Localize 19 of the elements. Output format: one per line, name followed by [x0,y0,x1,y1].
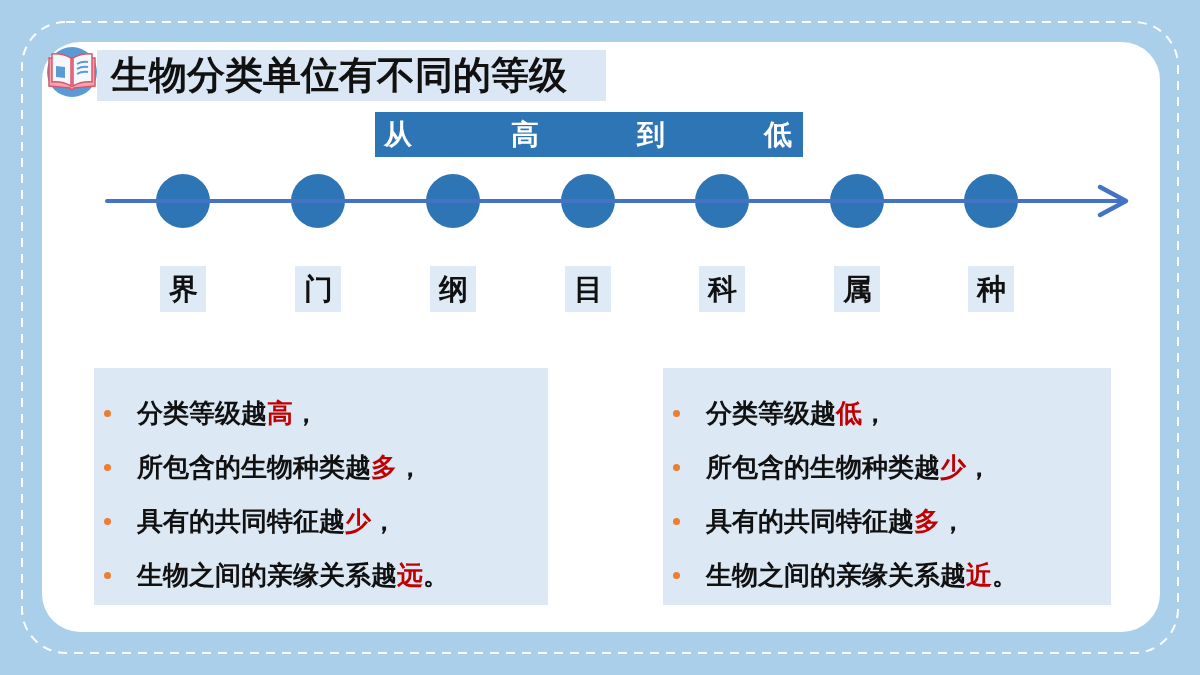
bullet-text: 分类等级越低， [706,397,888,430]
rank-label: 目 [565,266,611,312]
title: 生物分类单位有不同的等级 [97,50,606,101]
bullet-text: 分类等级越高， [137,397,319,430]
rank-label: 纲 [430,266,476,312]
rank-label: 界 [160,266,206,312]
bullet-text: 生物之间的亲缘关系越近。 [706,559,1018,592]
bullet-text: 具有的共同特征越多， [706,505,966,538]
heading-banner: 从 高 到 低 [375,112,803,157]
bullet-text: 具有的共同特征越少， [137,505,397,538]
text-panel [663,368,1111,605]
rank-label: 属 [834,266,880,312]
bullet-text: 生物之间的亲缘关系越远。 [137,559,449,592]
bullet-text: 所包含的生物种类越少， [706,451,992,484]
rank-label: 门 [295,266,341,312]
rank-label: 科 [699,266,745,312]
rank-label: 种 [968,266,1014,312]
text-panel [94,368,548,605]
bullet-text: 所包含的生物种类越多， [137,451,423,484]
